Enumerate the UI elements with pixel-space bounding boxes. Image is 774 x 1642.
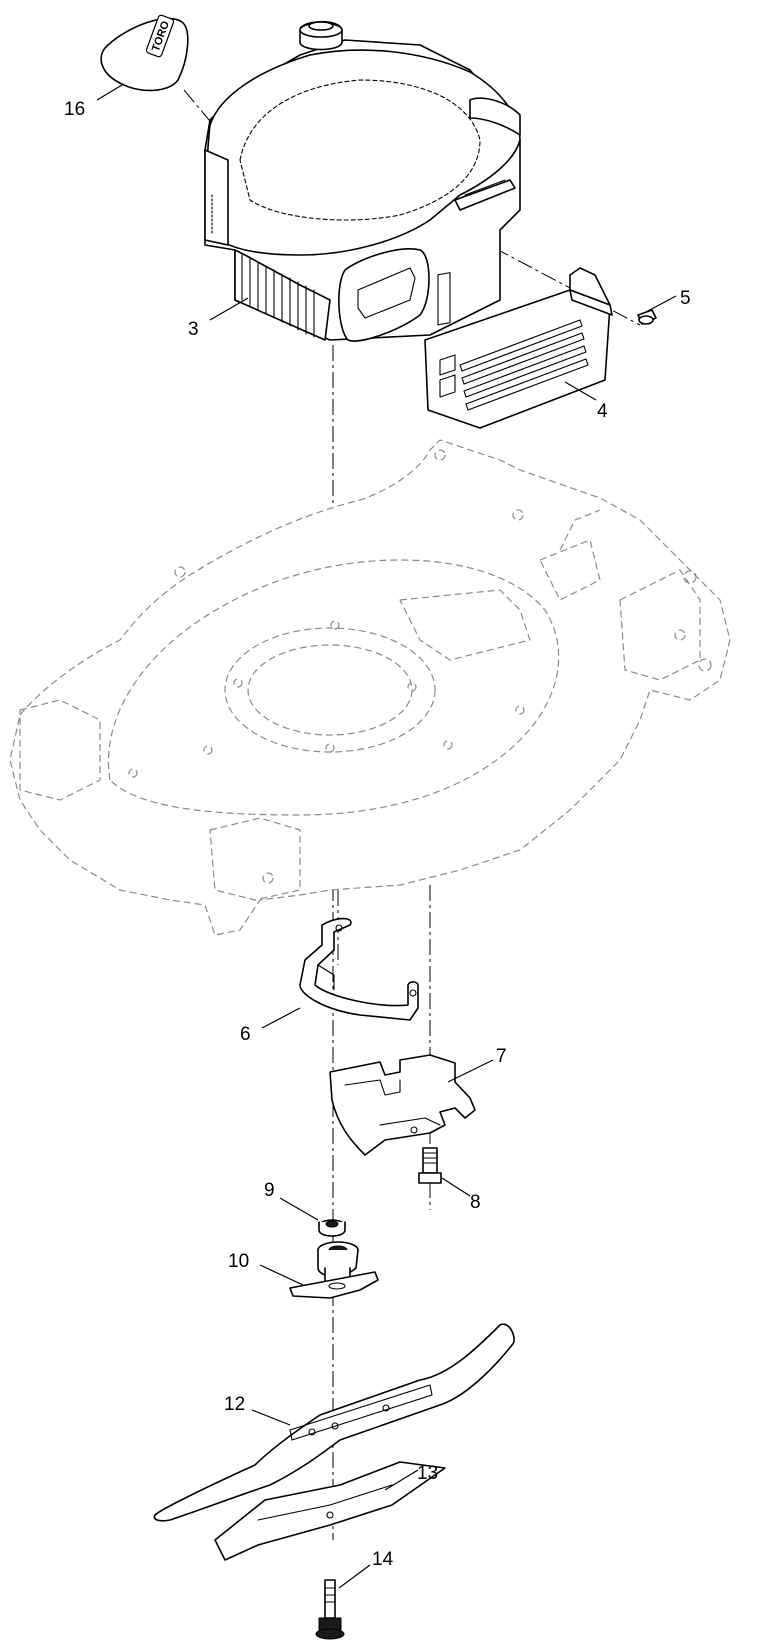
callout-3: 3 (188, 319, 199, 340)
part-12-blade (153, 1323, 515, 1522)
callout-4: 4 (597, 401, 608, 422)
part-10-blade-adapter (289, 1241, 379, 1299)
part-4-heat-shield (424, 267, 613, 429)
leader-lines (96, 84, 677, 1589)
part-13-plate (214, 1461, 446, 1561)
part-14-blade-bolt (315, 1579, 345, 1640)
callout-9: 9 (264, 1180, 275, 1201)
callout-5: 5 (680, 288, 691, 309)
callout-13: 13 (417, 1463, 438, 1484)
heat-shield-slots (437, 272, 589, 411)
cooling-fins (234, 249, 331, 341)
callout-8: 8 (470, 1192, 481, 1213)
air-filter-cover (338, 248, 430, 342)
part-16-decal: TORO (100, 14, 189, 92)
part-3-engine (204, 20, 521, 342)
part-9-washer (318, 1219, 346, 1237)
callout-14: 14 (372, 1549, 394, 1570)
callout-12: 12 (224, 1394, 245, 1415)
callout-16: 16 (64, 99, 85, 120)
part-8-bolt (418, 1147, 442, 1184)
callout-6: 6 (240, 1024, 251, 1045)
part-6-bracket (299, 917, 419, 1021)
callout-7: 7 (496, 1046, 507, 1067)
callout-labels: 16 3 5 4 6 7 9 8 10 12 13 14 (64, 99, 691, 1570)
mower-deck-reference (9, 439, 731, 936)
callout-10: 10 (228, 1251, 249, 1272)
oil-cap (299, 20, 343, 51)
part-7-baffle (329, 1054, 476, 1156)
